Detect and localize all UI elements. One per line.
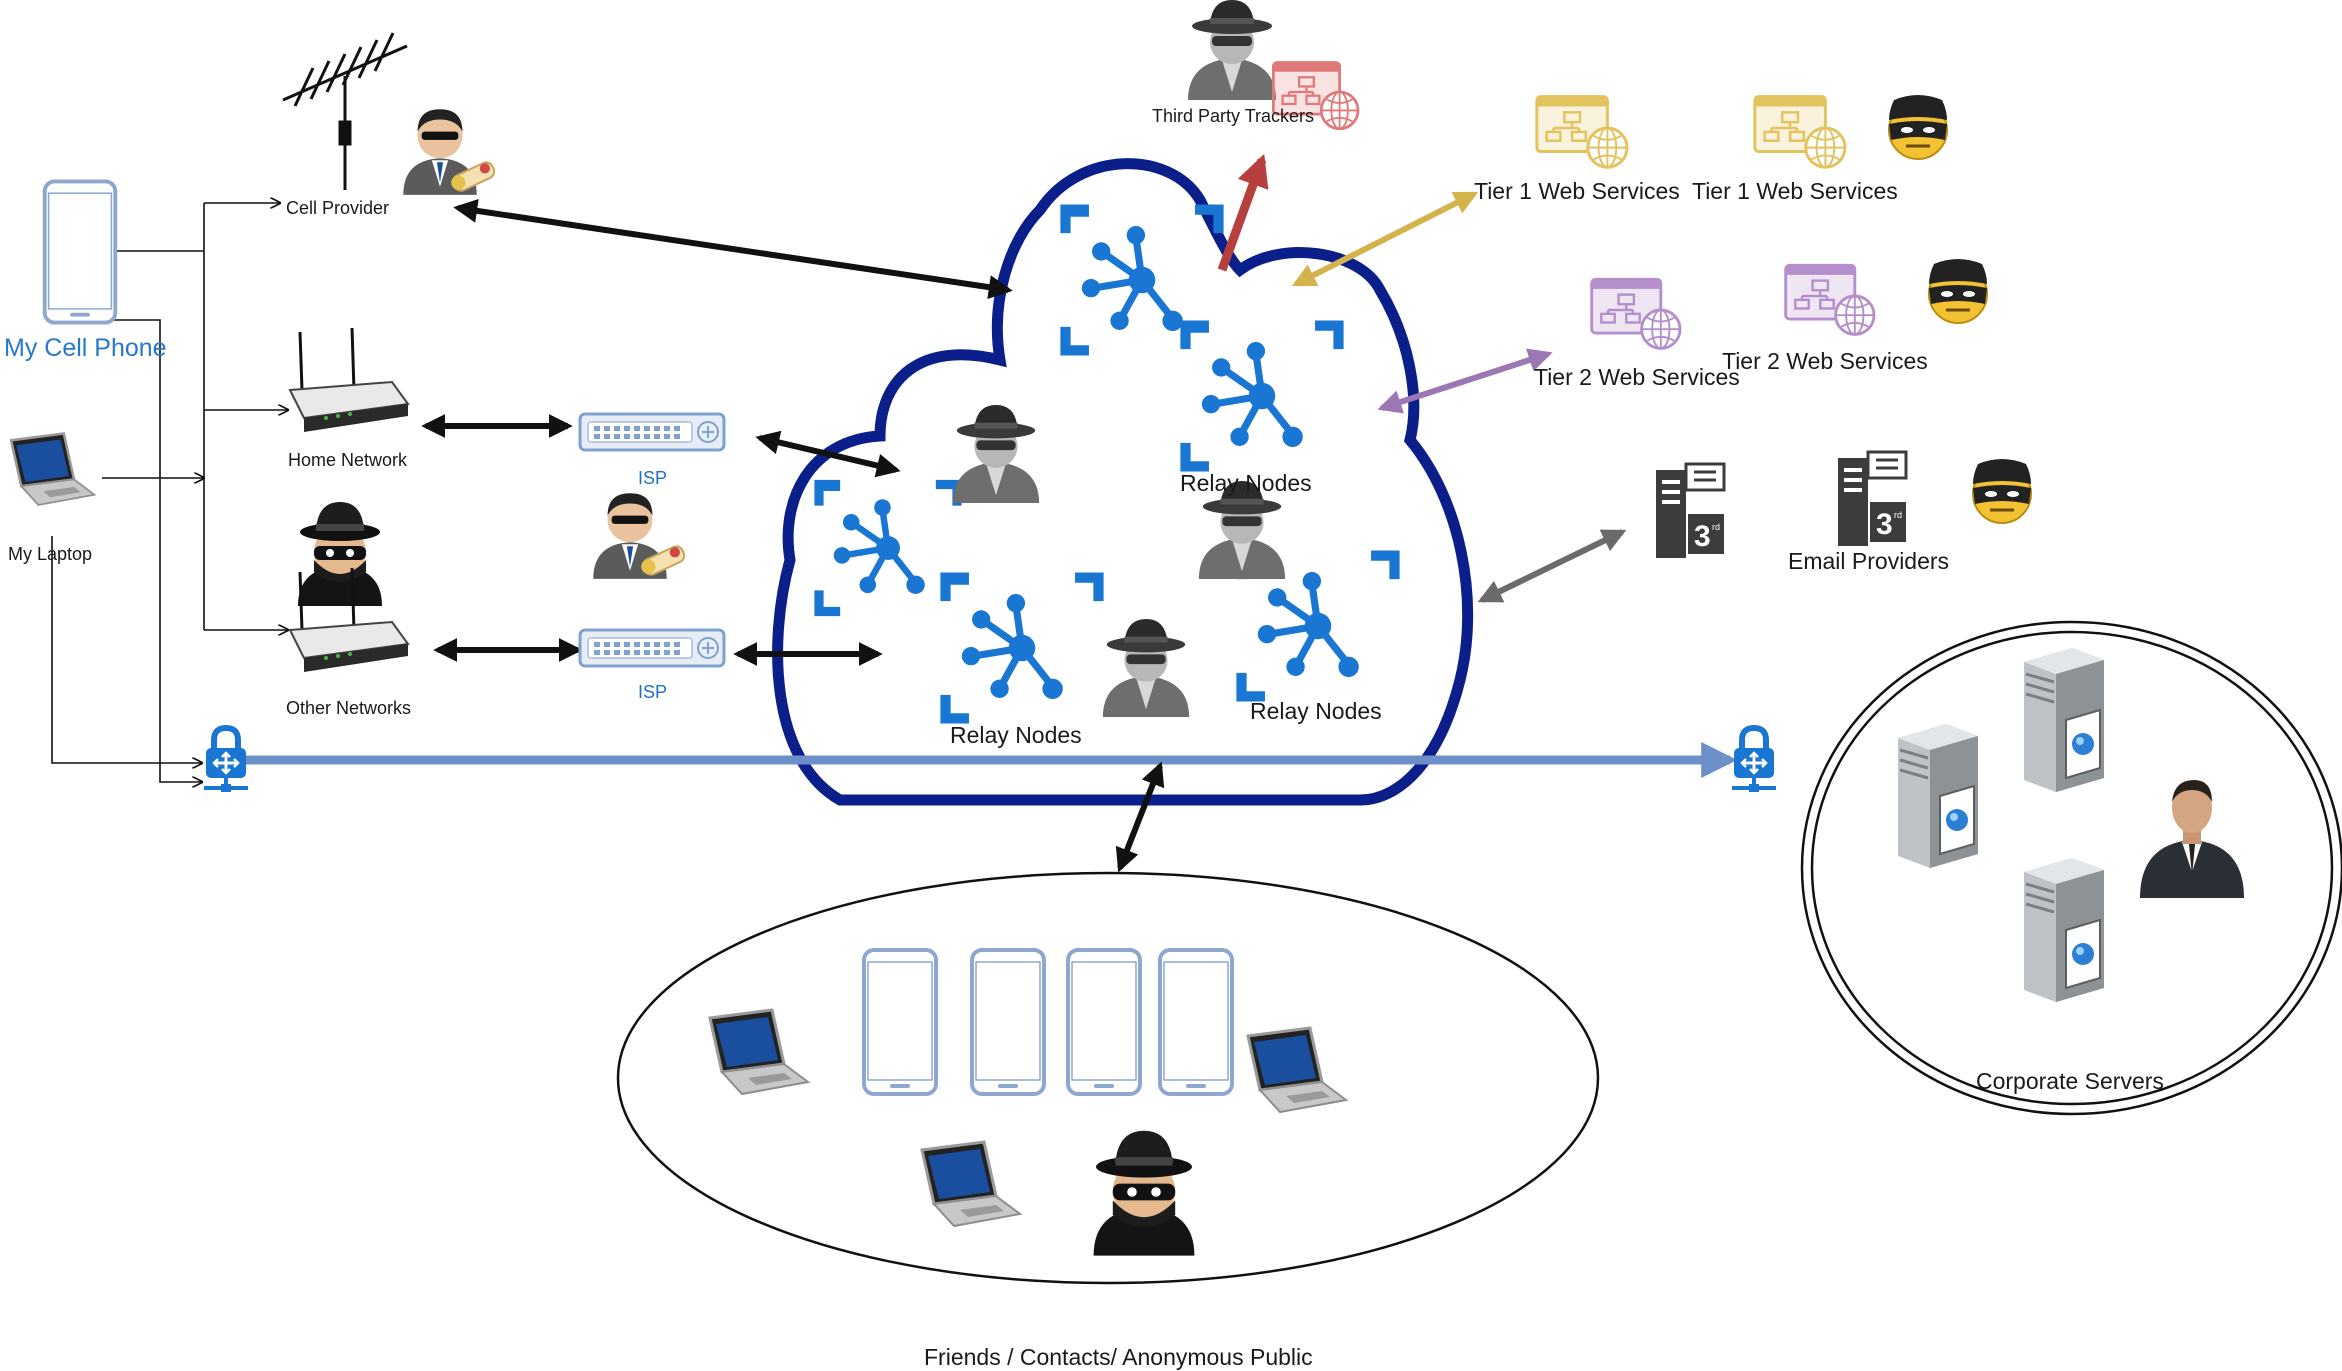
cloud-to-tier2-arrow bbox=[1377, 348, 1553, 414]
mobile-phone-icon bbox=[1066, 948, 1142, 1096]
friends-contacts-label: Friends / Contacts/ Anonymous Public bbox=[924, 1344, 1313, 1370]
isp-label-1: ISP bbox=[638, 468, 668, 488]
hacker-icon bbox=[298, 502, 382, 606]
server-tower-icon bbox=[2022, 646, 2106, 794]
isp-to-cloud-arrow-1 bbox=[755, 430, 901, 478]
corporate-servers-inner-ellipse bbox=[1810, 630, 2334, 1106]
mobile-phone-icon bbox=[862, 948, 938, 1096]
cloud-to-tier1-arrow bbox=[1291, 191, 1479, 287]
tier2-web-services-label-b: Tier 2 Web Services bbox=[1722, 348, 1928, 374]
vpn-lock-icon[interactable] bbox=[204, 728, 248, 792]
burglar-mask-icon bbox=[1971, 457, 2033, 525]
server-tower-icon bbox=[2022, 856, 2106, 1004]
mobile-phone-icon[interactable] bbox=[42, 179, 118, 325]
phone-to-vpn-line bbox=[112, 319, 202, 782]
wifi-router-icon bbox=[288, 326, 410, 434]
laptop-icon[interactable] bbox=[9, 432, 96, 507]
web-sitemap-icon bbox=[1590, 277, 1682, 350]
web-sitemap-icon bbox=[1535, 95, 1629, 169]
burglar-mask-icon bbox=[1887, 93, 1949, 161]
isp-label-2: ISP bbox=[638, 682, 668, 702]
other-networks-label: Other Networks bbox=[286, 698, 412, 718]
cloud-to-friends-arrow bbox=[1115, 761, 1165, 873]
cell-provider-to-cloud-arrow bbox=[453, 198, 1013, 300]
laptop-to-vpn-line bbox=[51, 536, 202, 763]
cloud-to-email-arrow bbox=[1477, 529, 1627, 603]
burglar-mask-icon bbox=[1927, 257, 1989, 325]
businessman-icon bbox=[2140, 780, 2244, 898]
cell-provider-label: Cell Provider bbox=[286, 198, 390, 218]
web-sitemap-icon bbox=[1784, 263, 1876, 336]
spy-icon bbox=[1188, 0, 1276, 100]
switch-icon bbox=[578, 628, 726, 668]
vpn-lock-icon[interactable] bbox=[1732, 728, 1776, 792]
switch-icon bbox=[578, 412, 726, 452]
tier1-web-services-label-a: Tier 1 Web Services bbox=[1474, 178, 1680, 204]
email-server-icon bbox=[1654, 462, 1726, 560]
relay-nodes-label-3: Relay Nodes bbox=[1250, 698, 1382, 724]
my-laptop-label: My Laptop bbox=[8, 544, 93, 564]
antenna-icon bbox=[282, 32, 408, 190]
server-tower-icon bbox=[1896, 722, 1980, 870]
relay-cloud bbox=[772, 158, 1474, 806]
email-server-icon bbox=[1836, 450, 1908, 548]
my-cell-phone-label: My Cell Phone bbox=[4, 334, 167, 362]
tier1-web-services-label-b: Tier 1 Web Services bbox=[1692, 178, 1898, 204]
web-sitemap-icon bbox=[1753, 95, 1847, 169]
corporate-servers-label: Corporate Servers bbox=[1976, 1068, 2164, 1094]
relay-nodes-label-2: Relay Nodes bbox=[950, 722, 1082, 748]
cloud-to-trackers-arrow bbox=[1217, 153, 1269, 272]
third-party-trackers-label: Third Party Trackers bbox=[1152, 106, 1315, 126]
flow-arrows bbox=[421, 153, 1627, 873]
connector-lines bbox=[51, 203, 288, 782]
mobile-phone-icon bbox=[970, 948, 1046, 1096]
official-certificate-icon bbox=[402, 108, 498, 196]
email-providers-label: Email Providers bbox=[1788, 548, 1950, 574]
home-network-label: Home Network bbox=[288, 450, 408, 470]
official-certificate-icon bbox=[592, 492, 688, 580]
mobile-phone-icon bbox=[1158, 948, 1234, 1096]
relay-nodes-label-1: Relay Nodes bbox=[1180, 470, 1312, 496]
tier2-web-services-label-a: Tier 2 Web Services bbox=[1534, 364, 1740, 390]
